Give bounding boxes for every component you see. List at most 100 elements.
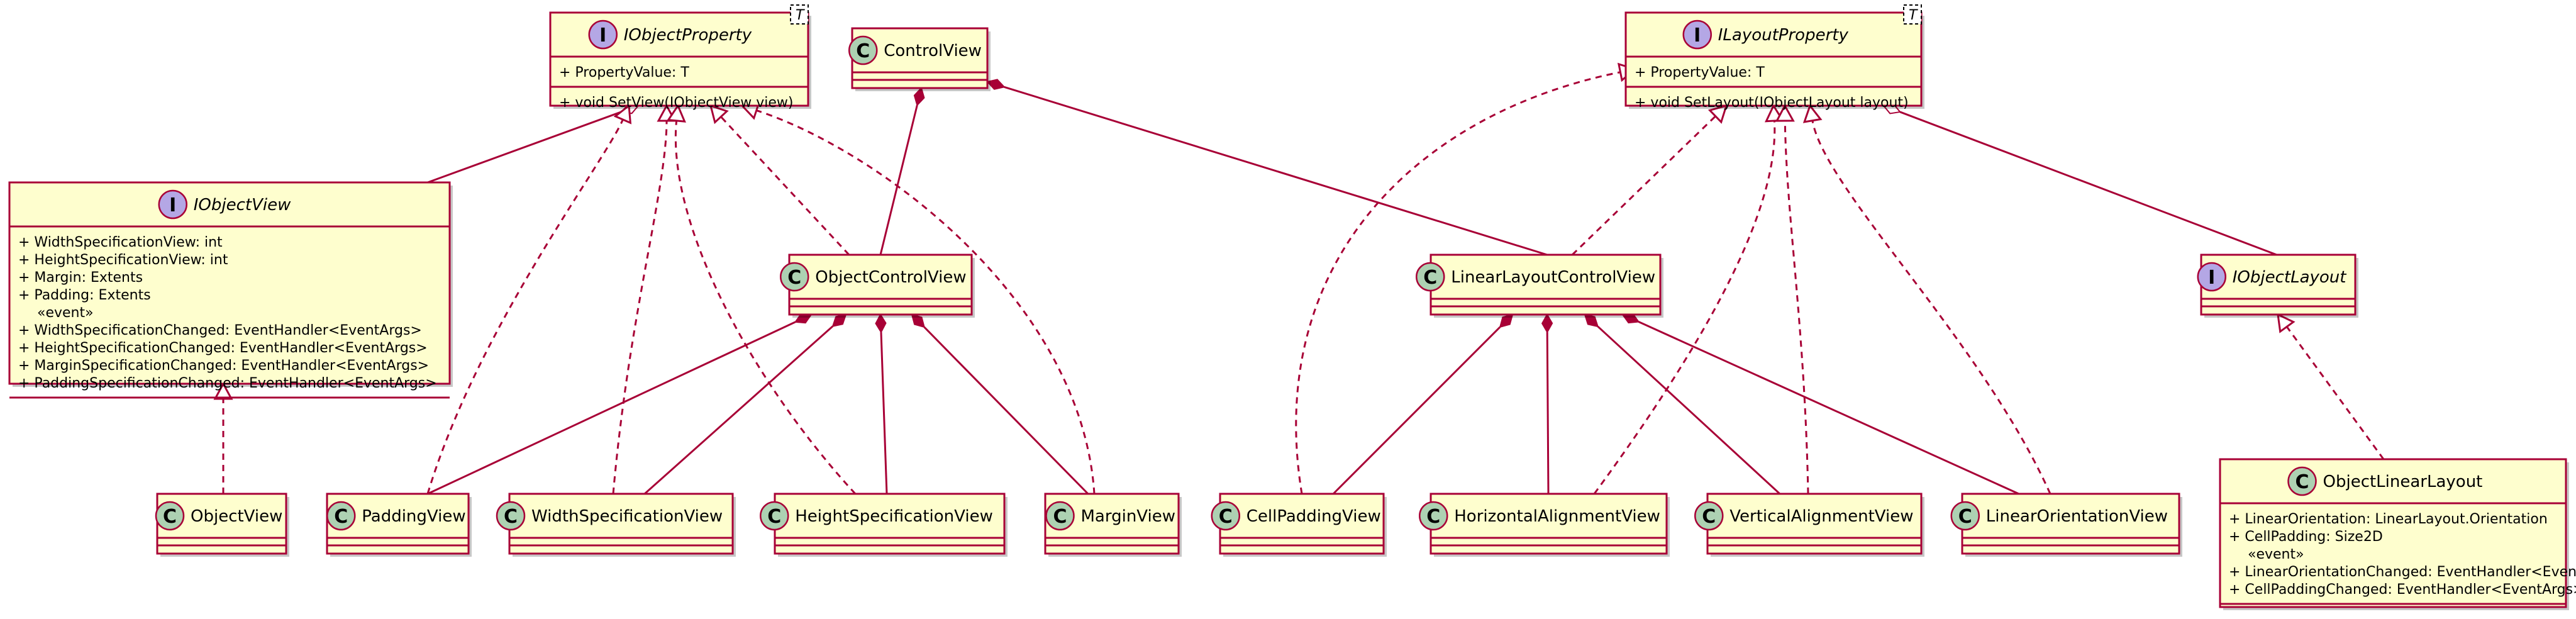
class-name: ControlView [884,42,982,60]
stereotype-letter: C [1702,506,1716,528]
class-name: VerticalAlignmentView [1729,507,1913,526]
realization-arrowhead [2277,313,2296,333]
class-name: MarginView [1081,507,1176,526]
class-stereotype-icon [760,501,789,531]
class-box-i-object-layout[interactable]: I IObjectLayout [2197,254,2358,318]
class-name: PaddingView [362,507,465,526]
class-name: ObjectLinearLayout [2323,472,2483,491]
stereotype-letter: I [599,25,606,47]
composition-diamond [986,79,1006,90]
composition-diamond [1584,313,1599,328]
relation-realization-linear-orientation-view-to-i-layout-property [1802,103,2051,494]
stereotype-letter: I [2208,267,2215,289]
stereotype-letter: C [856,40,870,62]
class-stereotype-icon [155,501,185,531]
class-box-vertical-alignment-view[interactable]: C VerticalAlignmentView [1694,493,1924,557]
relation-realization-padding-view-to-i-object-property [426,104,632,494]
aggregation-line [427,111,623,184]
class-stereotype-icon [2287,466,2317,496]
aggregation-line [1899,111,2277,256]
composition-line [923,326,1089,495]
composition-diamond [1499,313,1514,328]
stereotype-letter: C [1423,267,1437,289]
composition-diamond [911,313,926,328]
attribute: + MarginSpecificationChanged: EventHandl… [18,358,429,374]
class-body [2219,458,2567,608]
composition-line [1597,325,1781,495]
relation-aggregation-i-object-property-to-i-object-view [427,103,640,184]
class-box-cell-padding-view[interactable]: C CellPaddingView [1211,493,1387,557]
class-stereotype-icon [1950,501,1980,531]
composition-line [1004,86,1548,256]
stereotype-letter: C [1426,506,1440,528]
stereotype-letter: C [1219,506,1233,528]
class-name: WidthSpecificationView [531,507,723,526]
attribute: + HeightSpecificationChanged: EventHandl… [18,340,428,356]
class-stereotype-icon [326,501,356,531]
realization-arrowhead [613,104,632,125]
class-name: ObjectControlView [815,268,966,287]
relations-layer [213,62,2385,495]
composition-line [1332,326,1501,495]
class-box-control-view[interactable]: C ControlView [848,27,991,91]
class-stereotype-icon [1045,501,1075,531]
class-stereotype-icon [1211,501,1240,531]
attribute: + WidthSpecificationChanged: EventHandle… [18,323,422,338]
relation-composition-object-control-view-to-padding-view [427,313,813,495]
stereotype-letter: C [163,506,177,528]
attribute: + PaddingSpecificationChanged: EventHand… [18,376,437,391]
stereotype-letter: I [169,194,176,216]
class-box-horizontal-alignment-view[interactable]: C HorizontalAlignmentView [1419,493,1670,557]
attribute: + CellPadding: Size2D [2229,529,2383,545]
composition-diamond [875,313,887,333]
relation-realization-object-linear-layout-to-i-object-layout [2277,313,2385,460]
class-name: IObjectView [194,196,291,215]
stereotype-letter: C [1053,506,1067,528]
attribute: + Margin: Extents [18,270,143,286]
class-name: IObjectLayout [2233,268,2347,287]
realization-line [756,109,1096,494]
stereotype-letter: C [504,506,518,528]
type-parameter: T [796,8,805,23]
class-stereotype-icon [1419,501,1448,531]
relation-realization-width-specification-view-to-i-object-property [612,103,677,494]
stereotype-letter: C [2295,471,2309,493]
stereotype-letter: I [1694,25,1701,47]
attribute: + PropertyValue: T [559,65,689,81]
class-stereotype-icon [1694,501,1724,531]
relation-realization-linear-layout-control-view-to-i-layout-property [1571,104,1728,256]
attribute: + CellPaddingChanged: EventHandler<Event… [2229,582,2576,598]
class-name: HorizontalAlignmentView [1454,507,1660,526]
relation-aggregation-i-layout-property-to-i-object-layout [1882,103,2277,256]
composition-diamond [1541,313,1553,334]
realization-line [1811,120,2051,494]
class-body [1624,11,1923,107]
class-box-margin-view[interactable]: C MarginView [1044,493,1182,557]
relation-composition-linear-layout-control-view-to-vertical-alignment-view [1584,313,1781,495]
class-body [8,181,451,385]
class-box-object-view[interactable]: C ObjectView [155,493,289,557]
class-name: IObjectProperty [624,26,752,45]
interface-stereotype-icon [2197,262,2226,292]
class-box-i-object-view[interactable]: I IObjectView + WidthSpecificationView: in… [8,181,453,399]
stereotype-letter: C [767,506,781,528]
relation-composition-control-view-to-linear-layout-control-view [986,79,1548,256]
class-box-width-specification-view[interactable]: C WidthSpecificationView [496,493,736,557]
composition-diamond [831,313,847,327]
realization-line [1295,71,1621,494]
realization-line [674,120,857,495]
realization-line [720,116,850,256]
class-name: CellPaddingView [1246,507,1381,526]
class-name: ObjectView [191,507,282,526]
attribute: + WidthSpecificationView: int [18,235,223,250]
realization-line [1571,115,1716,256]
